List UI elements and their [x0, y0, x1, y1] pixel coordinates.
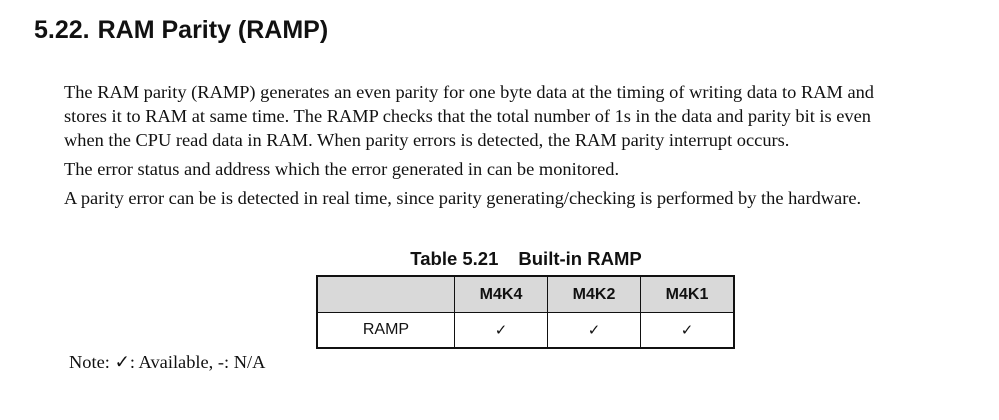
- table-row-label: RAMP: [316, 312, 455, 349]
- table-row: RAMP ✓ ✓ ✓: [316, 312, 735, 349]
- table-header-m4k1: M4K1: [640, 275, 735, 313]
- check-icon: ✓: [547, 312, 641, 349]
- body-line-5: A parity error can be is detected in rea…: [64, 188, 862, 208]
- table-note: Note: ✓: Available, -: N/A: [69, 352, 266, 372]
- table-header-row: M4K4 M4K2 M4K1: [316, 275, 735, 313]
- table-caption-number: Table 5.21: [410, 248, 499, 269]
- table-header-m4k4: M4K4: [454, 275, 548, 313]
- check-icon: ✓: [454, 312, 548, 349]
- section-body: The RAM parity (RAMP) generates an even …: [64, 80, 974, 215]
- section-number: 5.22.: [34, 16, 90, 44]
- table-caption-title: Built-in RAMP: [518, 248, 642, 269]
- body-line-2: stores it to RAM at same time. The RAMP …: [64, 106, 871, 126]
- body-line-4: The error status and address which the e…: [64, 159, 620, 179]
- ramp-table: M4K4 M4K2 M4K1 RAMP ✓ ✓ ✓: [316, 275, 735, 349]
- table-caption: Table 5.21 Built-in RAMP: [316, 246, 736, 272]
- check-icon: ✓: [640, 312, 735, 349]
- table-header-blank: [316, 275, 455, 313]
- body-line-1: The RAM parity (RAMP) generates an even …: [64, 82, 875, 102]
- table-header-m4k2: M4K2: [547, 275, 641, 313]
- body-line-3: when the CPU read data in RAM. When pari…: [64, 130, 790, 150]
- section-heading: 5.22.RAM Parity (RAMP): [34, 12, 328, 48]
- section-title: RAM Parity (RAMP): [97, 16, 329, 44]
